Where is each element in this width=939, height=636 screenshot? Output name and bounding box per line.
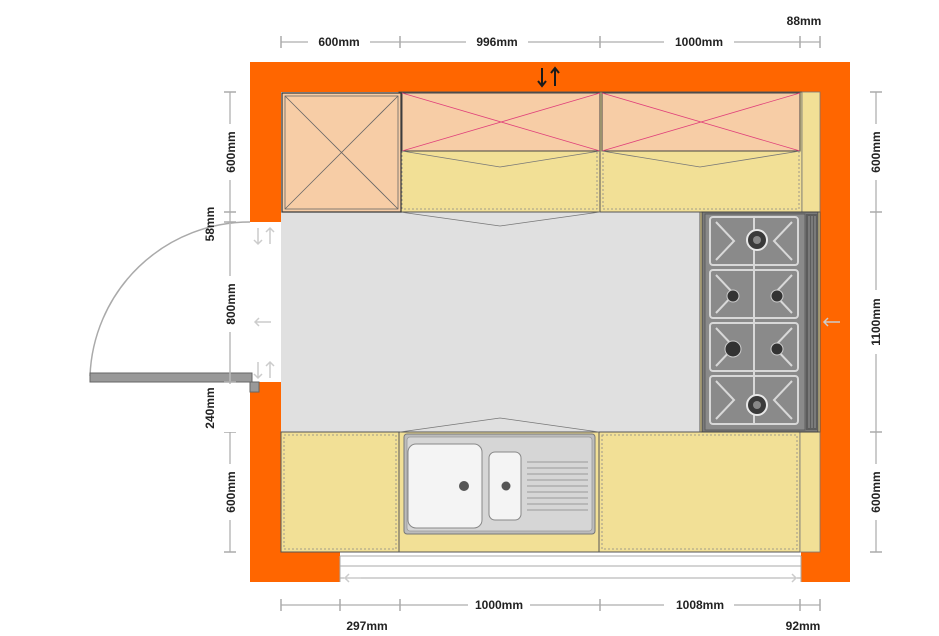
dim-right-3: 600mm <box>869 471 883 512</box>
dim-left-5: 600mm <box>224 471 238 512</box>
dim-right-1: 600mm <box>869 131 883 172</box>
dim-top-2: 996mm <box>476 35 517 49</box>
placement-arrows <box>253 226 840 583</box>
dimension-labels: 600mm 996mm 1000mm 88mm 1000mm 1008mm 29… <box>203 14 883 633</box>
base-cabinet-bottom-left[interactable] <box>280 431 400 553</box>
dim-bottom-left: 297mm <box>346 619 387 633</box>
door-swing-icon[interactable] <box>89 221 260 393</box>
base-cabinet-bottom-right[interactable] <box>598 431 801 553</box>
dim-bottom-corner: 92mm <box>786 619 821 633</box>
wall-cabinets <box>281 92 801 213</box>
dim-left-3: 800mm <box>224 283 238 324</box>
door-opening <box>249 222 281 382</box>
dim-left-1: 600mm <box>224 131 238 172</box>
dim-top-1: 600mm <box>318 35 359 49</box>
dim-bottom-2: 1008mm <box>676 598 724 612</box>
dim-top-corner: 88mm <box>787 14 822 28</box>
door-leaf <box>89 372 253 383</box>
filler-top-right <box>801 91 821 213</box>
dim-top-3: 1000mm <box>675 35 723 49</box>
dim-left-4: 240mm <box>203 387 217 428</box>
dim-right-2: 1100mm <box>869 298 883 345</box>
hob-icon[interactable] <box>699 211 821 433</box>
up-down-arrows-icon[interactable] <box>537 66 560 88</box>
sink-icon[interactable] <box>403 433 596 535</box>
dim-left-2: 58mm <box>203 207 217 242</box>
label-backgrounds <box>222 34 884 613</box>
dim-bottom-1: 1000mm <box>475 598 523 612</box>
filler-bottom-right <box>799 431 821 553</box>
